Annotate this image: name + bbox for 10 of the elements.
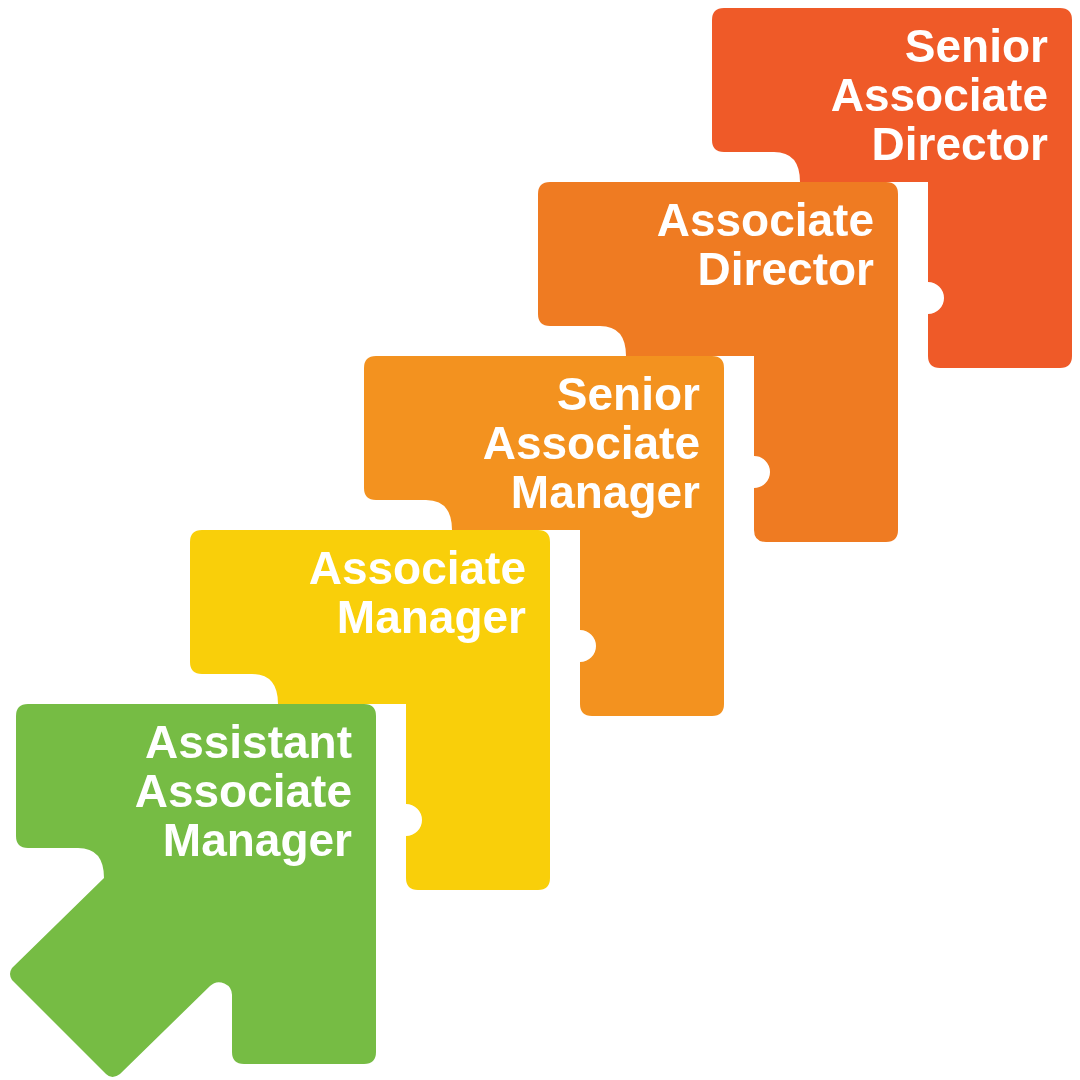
job-title: Senior Associate Director [830,22,1048,169]
step-shape [16,704,376,878]
step-shape [712,8,1072,182]
step-shape [364,356,724,530]
job-title: Associate Director [656,196,874,294]
job-title: Senior Associate Manager [482,370,700,517]
step-shape [190,530,550,704]
step-shape [538,182,898,356]
job-title: Associate Manager [308,544,526,642]
job-title: Assistant Associate Manager [134,718,352,865]
